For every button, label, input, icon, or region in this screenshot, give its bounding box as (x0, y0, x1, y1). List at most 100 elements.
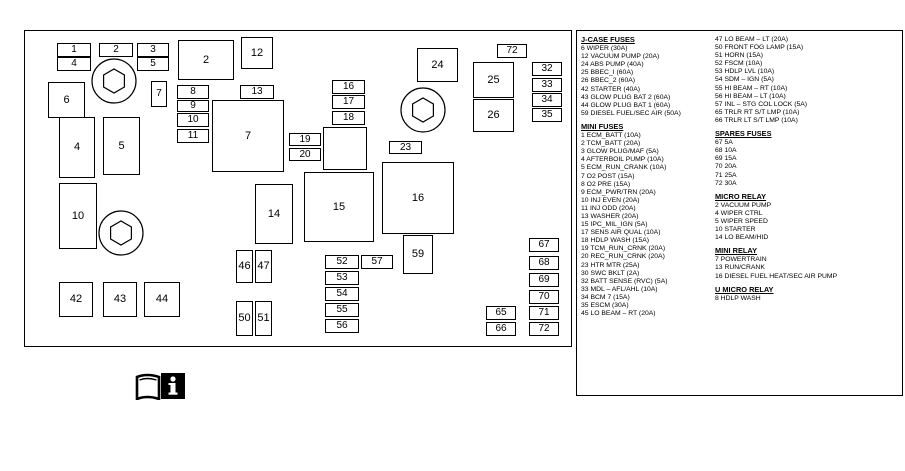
legend-item: 72 30A (715, 179, 737, 187)
fuse-10: 10 (177, 113, 209, 127)
relay-16: 16 (382, 162, 454, 234)
legend-column-2: 47 LO BEAM – LT (20A)50 FRONT FOG LAMP (… (715, 36, 837, 303)
fuse-25: 25 (473, 62, 514, 98)
legend-item: 54 SDM – IGN (5A) (715, 76, 774, 84)
fuse-24: 24 (417, 48, 458, 82)
fuse-23: 23 (389, 141, 422, 154)
relay-10: 10 (59, 183, 97, 249)
legend-item: 2 VACUUM PUMP (715, 201, 772, 209)
fuse-12: 12 (241, 37, 273, 69)
legend-item: 19 TCM_RUN_CRNK (20A) (581, 245, 666, 253)
fuse-20: 20 (289, 148, 321, 161)
relay-7: 7 (212, 100, 284, 172)
legend-item: 18 HDLP WASH (15A) (581, 237, 649, 245)
relay-8 (323, 127, 367, 170)
fuse-70: 70 (529, 290, 559, 304)
legend-item: 8 HDLP WASH (715, 294, 761, 302)
legend-item: 67 5A (715, 139, 733, 147)
legend-heading: SPARES FUSES (715, 129, 772, 139)
legend-item: 65 TRLR RT S/T LMP (10A) (715, 108, 800, 116)
legend-item: 26 BBEC_2 (60A) (581, 77, 636, 85)
fuse-71: 71 (529, 306, 559, 320)
legend-item: 23 HTR MTR (25A) (581, 261, 640, 269)
fuse-5: 5 (137, 57, 169, 71)
fuse-1: 1 (57, 43, 91, 57)
fuse-34: 34 (532, 93, 562, 107)
legend-item: 20 REC_RUN_CRNK (20A) (581, 253, 665, 261)
fuse-14: 14 (255, 184, 293, 244)
fuse-57: 57 (361, 255, 393, 269)
legend-item: 12 VACUUM PUMP (20A) (581, 53, 660, 61)
fuse-7: 7 (151, 81, 167, 107)
legend-item: 42 STARTER (40A) (581, 85, 641, 93)
fuse-50: 50 (236, 301, 253, 336)
fuse-44: 44 (144, 282, 180, 317)
legend-item: 15 IPC_MIL_IGN (5A) (581, 221, 648, 229)
relay-2: 2 (178, 40, 234, 80)
legend-item: 11 INJ ODD (20A) (581, 204, 636, 212)
legend-item: 52 FSCM (10A) (715, 60, 763, 68)
legend-item: 13 RUN/CRANK (715, 264, 765, 272)
fuse-55: 55 (325, 303, 359, 317)
mounting-bolt-2 (400, 87, 446, 133)
fuse-72: 72 (497, 44, 527, 58)
mounting-bolt-1 (91, 58, 137, 104)
fuse-53: 53 (325, 271, 359, 285)
legend-item: 53 HDLP LVL (10A) (715, 68, 775, 76)
fuse-47: 47 (255, 250, 272, 283)
fuse-15: 15 (304, 172, 374, 242)
fuse-46: 46 (236, 250, 253, 283)
legend-item: 34 BCM 7 (15A) (581, 293, 630, 301)
fuse-72b: 72 (529, 322, 559, 336)
fuse-17: 17 (332, 95, 365, 109)
fuse-35: 35 (532, 108, 562, 122)
legend-heading: U MICRO RELAY (715, 284, 774, 294)
relay-5: 5 (103, 117, 140, 175)
legend-item: 55 HI BEAM – RT (10A) (715, 84, 788, 92)
legend-item: 68 10A (715, 147, 737, 155)
legend-item: 1 ECM_BATT (10A) (581, 132, 641, 140)
fuse-33: 33 (532, 78, 562, 92)
legend-heading: MINI FUSES (581, 121, 624, 131)
legend-item: 10 INJ EVEN (20A) (581, 196, 640, 204)
legend-item: 32 BATT SENSE (RVC) (5A) (581, 277, 668, 285)
legend-item: 35 ESCM (30A) (581, 302, 629, 309)
legend-item: 43 GLOW PLUG BAT 2 (60A) (581, 93, 671, 101)
legend-item: 8 O2 PRE (15A) (581, 180, 631, 188)
legend-heading: J-CASE FUSES (581, 35, 635, 44)
legend-heading: MICRO RELAY (715, 191, 767, 201)
legend-item: 10 STARTER (715, 226, 756, 234)
legend-item: 7 O2 POST (15A) (581, 172, 635, 180)
fuse-69: 69 (529, 273, 559, 287)
fuse-19: 19 (289, 133, 321, 146)
fuse-56: 56 (325, 319, 359, 333)
fuse-32: 32 (532, 62, 562, 76)
legend-item: 30 SWC BKLT (2A) (581, 269, 640, 277)
legend-item: 69 15A (715, 155, 737, 163)
legend-item: 59 DIESEL FUEL/SEC AIR (50A) (581, 109, 681, 117)
fuse-3: 3 (137, 43, 169, 57)
relay-6: 6 (48, 82, 85, 118)
fuse-52: 52 (325, 255, 359, 269)
fuse-42: 42 (59, 282, 93, 317)
legend-item: 50 FRONT FOG LAMP (15A) (715, 44, 804, 52)
legend-item: 4 WIPER CTRL (715, 209, 763, 217)
legend-item: 4 AFTERBOIL PUMP (10A) (581, 156, 664, 164)
fuse-59: 59 (403, 235, 433, 274)
legend-item: 44 GLOW PLUG BAT 1 (60A) (581, 101, 671, 109)
fuse-2: 2 (99, 43, 133, 57)
owner-manual-info-icon (135, 373, 185, 400)
mounting-bolt-3 (98, 210, 144, 256)
fuse-65: 65 (486, 306, 516, 320)
fuse-16: 16 (332, 80, 365, 94)
legend-item: 5 WIPER SPEED (715, 217, 768, 225)
legend-item: 13 WASHER (20A) (581, 212, 639, 220)
fuse-67: 67 (529, 238, 559, 252)
legend-item: 24 ABS PUMP (40A) (581, 61, 644, 69)
fuse-54: 54 (325, 287, 359, 301)
legend-item: 14 LO BEAM/HID (715, 234, 769, 242)
fuse-8: 8 (177, 85, 209, 99)
legend-item: 16 DIESEL FUEL HEAT/SEC AIR PUMP (715, 272, 838, 280)
